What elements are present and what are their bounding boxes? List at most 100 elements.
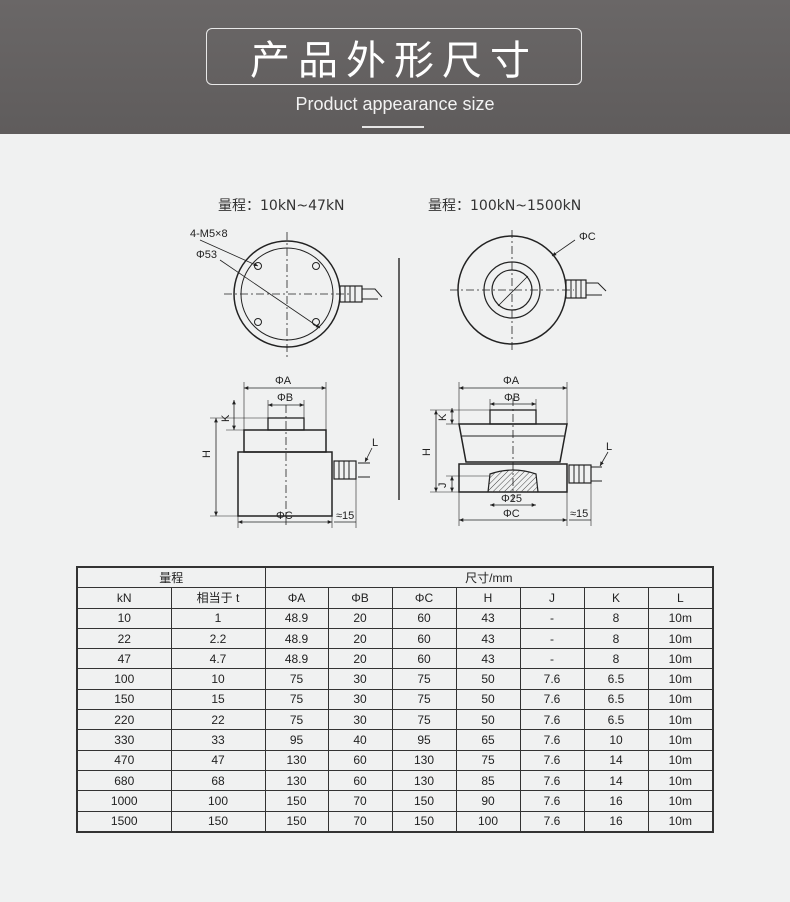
left-dim-phi-b: ΦB <box>277 392 293 404</box>
table-cell: 14 <box>583 769 649 792</box>
column-header: kN <box>76 587 172 609</box>
table-cell: 1 <box>170 607 266 629</box>
table-cell: 100 <box>170 790 266 812</box>
table-cell: 1500 <box>76 810 172 833</box>
table-cell: 75 <box>455 749 521 771</box>
table-cell: 100 <box>76 668 172 690</box>
column-header: K <box>583 587 649 609</box>
subtitle-underline <box>362 126 424 128</box>
table-cell: 22 <box>76 627 172 650</box>
table-cell: 10m <box>647 769 715 792</box>
table-cell: 10m <box>647 627 715 650</box>
table-cell: 220 <box>76 709 172 731</box>
left-dim-approx15: ≈15 <box>336 510 354 522</box>
table-cell: 60 <box>391 607 457 629</box>
table-cell: 48.9 <box>264 607 329 629</box>
column-header: H <box>455 587 521 609</box>
table-cell: 150 <box>264 810 329 833</box>
table-cell: 48.9 <box>264 627 329 650</box>
table-cell: 130 <box>264 769 329 792</box>
table-cell: 130 <box>391 769 457 792</box>
left-dim-k: K <box>220 414 232 422</box>
table-cell: 43 <box>455 627 521 650</box>
table-cell: 6.5 <box>583 688 649 711</box>
table-cell: 75 <box>391 668 457 690</box>
left-dim-phi-a: ΦA <box>275 375 292 387</box>
table-cell: 16 <box>583 790 649 812</box>
right-range-label: 量程：100kN~1500kN <box>428 198 582 214</box>
table-cell: 47 <box>170 749 266 771</box>
table-cell: 43 <box>455 648 521 670</box>
right-dim-phi-b: ΦB <box>504 392 520 404</box>
table-cell: 75 <box>264 709 329 731</box>
table-cell: 20 <box>327 607 393 629</box>
table-cell: 7.6 <box>519 749 585 771</box>
table-cell: 150 <box>391 790 457 812</box>
page-subtitle: Product appearance size <box>295 94 495 114</box>
page-title: 产品外形尺寸 <box>206 28 582 85</box>
table-cell: 10m <box>647 810 715 833</box>
table-cell: 10 <box>583 729 649 751</box>
table-cell: 6.5 <box>583 668 649 690</box>
table-cell: - <box>519 627 585 650</box>
table-cell: 8 <box>583 627 649 650</box>
table-cell: 95 <box>264 729 329 751</box>
dia53-label: Φ53 <box>196 249 217 261</box>
table-cell: 60 <box>327 769 393 792</box>
table-cell: 20 <box>327 648 393 670</box>
table-cell: 100 <box>455 810 521 833</box>
table-cell: 150 <box>264 790 329 812</box>
table-cell: 90 <box>455 790 521 812</box>
table-cell: 6.5 <box>583 709 649 731</box>
table-cell: - <box>519 607 585 629</box>
group-header-dims: 尺寸/mm <box>264 566 715 589</box>
left-dim-phi-c: ΦC <box>276 510 293 522</box>
column-header-row: kN 相当于 t ΦA ΦB ΦC H J K L <box>76 587 715 609</box>
table-cell: 2.2 <box>170 627 266 650</box>
table-cell: 22 <box>170 709 266 731</box>
table-cell: 10m <box>647 749 715 771</box>
table-cell: 40 <box>327 729 393 751</box>
header-banner: 产品外形尺寸 Product appearance size <box>0 0 790 134</box>
table-cell: 10m <box>647 668 715 690</box>
table-cell: 15 <box>170 688 266 711</box>
table-cell: 50 <box>455 688 521 711</box>
table-cell: 470 <box>76 749 172 771</box>
table-cell: 10m <box>647 709 715 731</box>
table-cell: - <box>519 648 585 670</box>
table-cell: 30 <box>327 688 393 711</box>
table-cell: 150 <box>170 810 266 833</box>
table-cell: 48.9 <box>264 648 329 670</box>
table-cell: 65 <box>455 729 521 751</box>
table-cell: 130 <box>264 749 329 771</box>
right-dim-phi25: Φ25 <box>501 493 522 505</box>
table-cell: 70 <box>327 810 393 833</box>
table-cell: 70 <box>327 790 393 812</box>
table-cell: 8 <box>583 607 649 629</box>
right-dim-h: H <box>421 448 433 456</box>
table-cell: 7.6 <box>519 688 585 711</box>
left-dim-h: H <box>201 450 213 458</box>
table-cell: 10m <box>647 607 715 629</box>
left-top-view <box>199 232 383 357</box>
right-dim-k: K <box>437 413 449 421</box>
right-side-view <box>430 382 609 526</box>
table-cell: 10 <box>170 668 266 690</box>
table-cell: 4.7 <box>170 648 266 670</box>
left-dim-l: L <box>372 437 378 449</box>
left-side-view <box>210 382 373 528</box>
table-cell: 75 <box>264 668 329 690</box>
table-cell: 1000 <box>76 790 172 812</box>
right-dim-phi-c: ΦC <box>503 508 520 520</box>
table-cell: 95 <box>391 729 457 751</box>
table-cell: 30 <box>327 709 393 731</box>
table-cell: 680 <box>76 769 172 792</box>
table-cell: 47 <box>76 648 172 670</box>
